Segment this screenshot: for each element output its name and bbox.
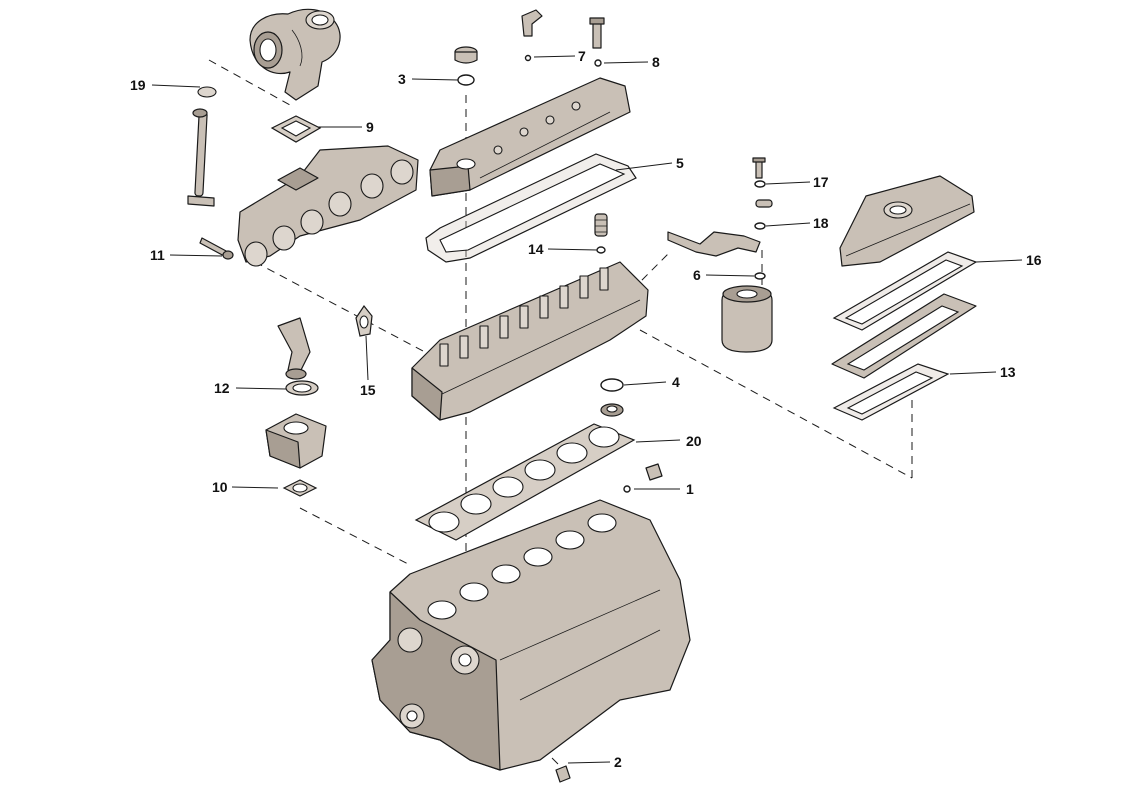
callout-4: 4 (672, 374, 680, 390)
oil-filter (721, 285, 773, 353)
callout-labels: 19 3 7 8 9 5 14 11 6 17 18 16 13 4 15 12… (130, 48, 1042, 770)
callout-20: 20 (686, 433, 702, 449)
intake-cover (839, 175, 975, 267)
callout-15: 15 (360, 382, 376, 398)
thermostat (600, 378, 624, 417)
intake-gasket-upper (832, 251, 978, 331)
callout-10: 10 (212, 479, 228, 495)
callout-14: 14 (528, 241, 544, 257)
callout-12: 12 (214, 380, 230, 396)
intake-gasket-lower (832, 363, 950, 421)
leader-lines (151, 55, 1023, 764)
intake-spacer (831, 293, 977, 379)
valve-spring (594, 213, 608, 254)
callout-9: 9 (366, 119, 374, 135)
elbow-gasket (355, 304, 373, 337)
callout-18: 18 (813, 215, 829, 231)
coolant-housing (265, 413, 327, 469)
filter-bracket (667, 157, 773, 280)
callout-2: 2 (614, 754, 622, 770)
temperature-sensor (623, 463, 663, 493)
cylinder-head (411, 261, 649, 421)
exhaust-manifold (237, 145, 419, 267)
callout-1: 1 (686, 481, 694, 497)
callout-6: 6 (693, 267, 701, 283)
exhaust-brace-rod (187, 86, 217, 207)
turbo-gasket (270, 115, 322, 143)
manifold-bolt (199, 237, 234, 260)
drain-plug (551, 757, 571, 783)
callout-16: 16 (1026, 252, 1042, 268)
oil-filler-cap (454, 46, 478, 86)
head-gasket (414, 423, 636, 541)
callout-3: 3 (398, 71, 406, 87)
housing-gasket (282, 479, 318, 497)
turbocharger (249, 8, 341, 101)
valve-cover-gasket (425, 153, 637, 263)
callout-19: 19 (130, 77, 146, 93)
engine-block (371, 499, 691, 771)
callout-5: 5 (676, 155, 684, 171)
callout-11: 11 (150, 247, 165, 263)
coolant-elbow (277, 317, 311, 380)
injector-sensor (521, 9, 543, 62)
valve-cover (429, 77, 631, 197)
callout-7: 7 (578, 48, 586, 64)
cover-bolt (589, 17, 605, 67)
callout-17: 17 (813, 174, 829, 190)
coolant-gasket (285, 380, 319, 396)
callout-13: 13 (1000, 364, 1016, 380)
valve-springs-row (439, 267, 609, 367)
callout-8: 8 (652, 54, 660, 70)
